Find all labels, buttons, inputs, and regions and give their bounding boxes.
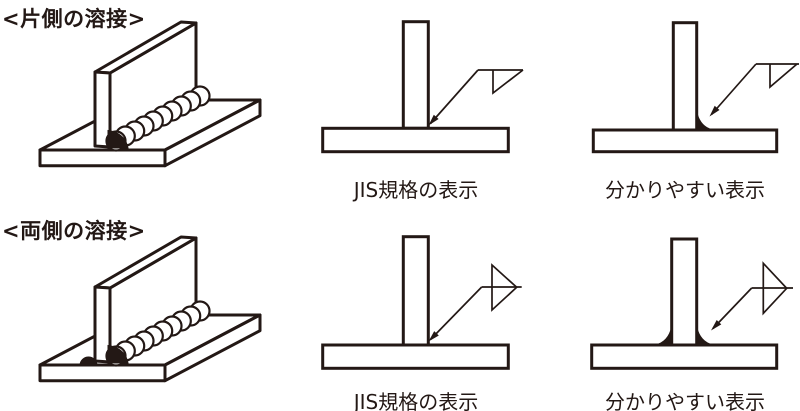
t-joint-both-sides-3d-illustration xyxy=(38,235,262,383)
double-fillet-weld-symbol xyxy=(762,261,788,316)
leader-arrow xyxy=(710,63,799,116)
caption-clear-display-bottom: 分かりやすい表示 xyxy=(605,390,765,411)
clear-symbol-single-fillet xyxy=(591,21,799,154)
flange-plate xyxy=(321,126,510,154)
caption-clear-display-top: 分かりやすい表示 xyxy=(605,178,765,202)
arrowhead xyxy=(428,114,439,126)
weld-fillet-left xyxy=(655,326,673,346)
weld-end-cap xyxy=(107,129,129,149)
web-plate xyxy=(401,235,430,347)
vertical-plate xyxy=(93,235,198,364)
web-plate xyxy=(670,237,699,347)
weld-fillet-right xyxy=(696,111,714,131)
caption-jis-standard-bottom: JIS規格の表示 xyxy=(353,390,479,411)
section-heading-single-side: <片側の溶接> xyxy=(2,7,146,31)
near-side-weld-cap xyxy=(79,356,98,366)
leader-arrow xyxy=(429,69,524,125)
arrowhead xyxy=(711,320,722,331)
web-plate xyxy=(401,20,430,130)
leader-arrow xyxy=(712,261,793,330)
fillet-weld-symbol xyxy=(492,69,524,95)
fillet-weld-symbol xyxy=(769,63,798,89)
leader-arrow xyxy=(429,263,522,341)
caption-jis-standard-top: JIS規格の表示 xyxy=(353,178,479,202)
web-plate xyxy=(671,21,699,132)
t-joint-one-side-3d-illustration xyxy=(38,20,262,168)
jis-symbol-double-fillet xyxy=(321,235,522,370)
vertical-plate xyxy=(93,20,198,149)
flange-plate xyxy=(590,343,779,370)
flange-plate xyxy=(321,343,510,370)
clear-symbol-double-fillet xyxy=(590,237,793,370)
section-heading-both-sides: <両側の溶接> xyxy=(2,219,146,243)
weld-end-cap xyxy=(107,344,129,364)
weld-fillet-right xyxy=(696,326,714,346)
arrowhead xyxy=(709,105,720,117)
flange-plate xyxy=(591,128,779,154)
jis-symbol-single-fillet xyxy=(321,20,524,154)
arrowhead xyxy=(428,331,439,342)
double-fillet-weld-symbol xyxy=(491,263,518,312)
